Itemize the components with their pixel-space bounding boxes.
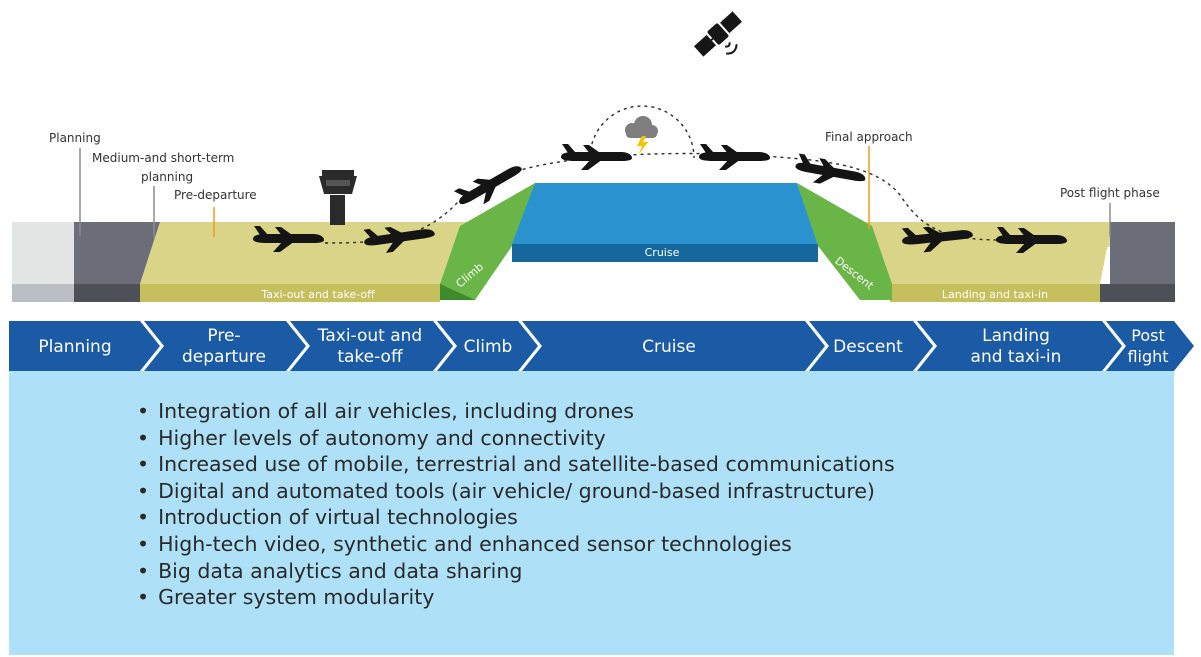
phase-chevron-pre-departure [144,321,306,371]
bullet-item: Big data analytics and data sharing [137,558,895,585]
pre-departure-label: Pre-departure [174,188,257,202]
phase-chevron-landing [917,321,1122,371]
cruise-top [512,183,818,244]
bullet-item: Higher levels of autonomy and connectivi… [137,425,895,452]
phase-label: Post [1131,326,1164,345]
planning-block [12,284,74,302]
phase-label: Pre- [207,326,240,346]
technology-bullets-panel: Integration of all air vehicles, includi… [9,371,1174,655]
phase-label: flight [1127,347,1168,366]
phase-label: Descent [833,337,903,357]
phase-label: Taxi-out and [317,326,422,346]
medium-short-term-label-2: planning [141,170,193,184]
storm-avoidance-arc [589,105,695,159]
phase-chevron-cruise [522,321,825,371]
phase-chevron-taxi-out [290,321,453,371]
descent-slope [797,183,892,300]
bullet-item: Digital and automated tools (air vehicle… [137,478,895,505]
phase-label: Landing [982,326,1050,346]
phase-label: take-off [337,347,404,367]
flight-phase-diagram: Taxi-out and take-off Climb Cruise Desce… [9,11,1194,371]
medium-short-planning-block [74,284,140,302]
phase-label: Planning [38,337,111,357]
cruise-strip-label: Cruise [645,246,680,259]
taxi-out-strip-label: Taxi-out and take-off [260,288,375,301]
climb-side [440,284,475,300]
bullet-item: Greater system modularity [137,584,895,611]
phase-label: Cruise [642,337,696,357]
planning-label: Planning [49,131,101,145]
phase-chevron-post-flight [1106,321,1194,371]
satellite-icon [693,11,743,57]
planning-top-face [12,222,74,284]
post-flight-top [1110,222,1175,284]
phase-label: departure [182,347,266,367]
technology-bullet-list: Integration of all air vehicles, includi… [137,398,895,611]
airplane-icon [561,144,632,170]
bullet-item: High-tech video, synthetic and enhanced … [137,531,895,558]
storm-cloud-icon [625,116,658,154]
climb-slope [440,183,535,300]
final-approach-label: Final approach [825,130,913,144]
phase-chevron-descent [809,321,933,371]
phase-chevron-planning [9,321,160,371]
post-flight-phase-label: Post flight phase [1060,186,1160,200]
landing-strip-label: Landing and taxi-in [942,288,1048,301]
medium-short-planning-top [74,222,160,284]
cruise-block [512,244,818,262]
post-flight-front [1100,284,1175,302]
phase-chevron-climb [437,321,538,371]
taxi-out-block [140,284,440,302]
bullet-item: Integration of all air vehicles, includi… [137,398,895,425]
bullet-item: Introduction of virtual technologies [137,504,895,531]
phase-label: and taxi-in [971,347,1062,367]
landing-block [890,284,1100,302]
medium-short-term-label: Medium-and short-term [92,151,234,165]
airplane-icon [793,153,868,192]
airplane-icon [699,144,770,170]
bullet-item: Increased use of mobile, terrestrial and… [137,451,895,478]
phase-label: Climb [464,337,513,357]
control-tower-icon [319,170,357,225]
